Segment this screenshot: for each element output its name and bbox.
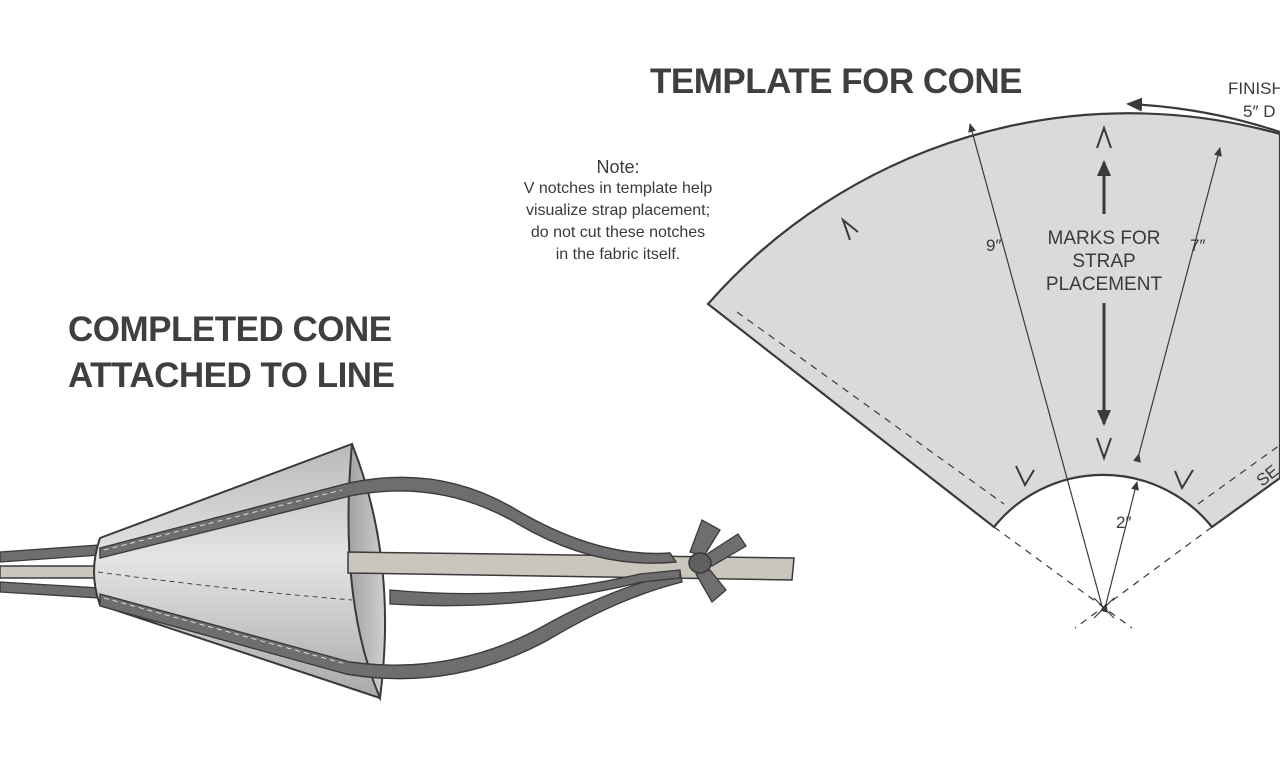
completed-cone: [0, 442, 795, 702]
strap-knot: [688, 519, 747, 604]
v-notch-left-inner: [1015, 465, 1035, 488]
strap-lower-stitch: [103, 597, 347, 665]
outer-radius-label: 9″: [986, 236, 1001, 255]
seam-allowance-left: [736, 311, 1005, 505]
strap-left-upper: [0, 544, 101, 563]
knot-center: [688, 552, 712, 574]
template-note: Note: V notches in template help visuali…: [468, 156, 768, 266]
v-notches: [840, 124, 1194, 491]
strap-upper: [99, 476, 678, 564]
v-notch-right-inner: [1174, 469, 1194, 491]
strap-upper-stitch: [103, 489, 343, 551]
cone-template: 9″ 7″ 2″ MARKS FOR STRAP PLACEMENT FINIS…: [706, 79, 1280, 629]
strap-length-label: 7″: [1190, 236, 1205, 255]
inner-radius-arrow: [1100, 481, 1139, 613]
finished-label-line2: 5″ D: [1243, 102, 1275, 121]
marks-label-line3: PLACEMENT: [1046, 274, 1163, 295]
strap-length-arrow: [1133, 147, 1222, 463]
note-heading: Note:: [596, 157, 640, 177]
marks-label-line2: STRAP: [1072, 251, 1135, 272]
v-notch-top: [1096, 124, 1112, 149]
template-title: TEMPLATE FOR CONE: [650, 62, 1022, 101]
v-notch-bottom: [1096, 437, 1112, 462]
v-notch-left-outer: [840, 217, 859, 241]
apex-cross-b: [1093, 597, 1115, 619]
template-sector-shape: [706, 112, 1280, 529]
inner-radius-label: 2″: [1116, 513, 1131, 532]
strap-lower: [99, 571, 683, 680]
note-line: in the fabric itself.: [555, 246, 681, 263]
construction-line-left: [993, 526, 1133, 629]
cone-seam-line: [97, 571, 353, 601]
construction-line-right: [1074, 526, 1213, 629]
note-line: V notches in template help: [523, 180, 713, 197]
seam-allowance-right: [1197, 444, 1280, 505]
strap-middle: [389, 569, 681, 607]
finished-label-line1: FINISH: [1228, 79, 1280, 98]
completed-title-line2: ATTACHED TO LINE: [68, 356, 395, 395]
finished-arc-arrow: [1126, 97, 1280, 134]
note-line: do not cut these notches: [530, 224, 706, 241]
note-line: visualize strap placement;: [525, 202, 711, 219]
tow-line-left: [0, 565, 101, 579]
cone-body: [93, 442, 382, 700]
strap-left-lower: [0, 581, 101, 599]
marks-label-line1: MARKS FOR: [1048, 228, 1161, 249]
completed-title-line1: COMPLETED CONE: [68, 310, 392, 349]
outer-radius-arrow: [968, 123, 1103, 607]
